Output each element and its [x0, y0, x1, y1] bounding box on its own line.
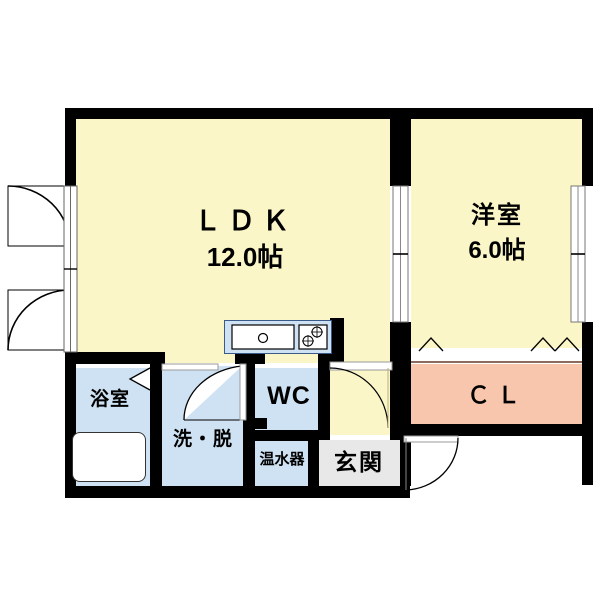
label-bath: 浴室 — [89, 389, 130, 410]
washroom-door[interactable] — [161, 363, 247, 426]
wall-right-upper — [582, 108, 593, 186]
wall-ldk-bedroom-upper — [390, 108, 411, 186]
wall-hall-left — [318, 352, 330, 440]
label-bedroom-sub: 6.0帖 — [468, 237, 526, 264]
wall-washroom-right-stub — [243, 418, 267, 429]
bathtub-icon — [72, 432, 146, 482]
room-fill-entrance — [318, 440, 400, 488]
label-ldk-sub: 12.0帖 — [206, 242, 284, 272]
label-heater: 温水器 — [259, 451, 305, 468]
wall-kitchen-stub — [330, 318, 344, 364]
wall-right-lower — [582, 322, 593, 485]
wall-left-upper — [65, 108, 76, 186]
room-fill-closet — [411, 364, 583, 424]
label-entrance: 玄関 — [334, 449, 384, 475]
wall-hall-right — [390, 352, 402, 440]
ldk-window-left[interactable] — [63, 185, 78, 353]
room-fill-bedroom — [411, 118, 583, 348]
bedroom-window-right[interactable] — [570, 185, 586, 324]
wall-ldk-bottom-2 — [235, 352, 265, 364]
bath-door[interactable] — [128, 366, 154, 394]
label-toilet: WC — [267, 382, 311, 410]
wall-bottom-water — [65, 486, 315, 498]
closet-threshold — [411, 350, 583, 363]
label-washroom: 洗・脱 — [172, 429, 233, 450]
ldk-bedroom-sliding-door[interactable] — [392, 185, 410, 324]
wall-heater-genkan — [308, 430, 319, 488]
label-ldk-main: ＬＤＫ — [194, 206, 296, 236]
wall-top-bedroom — [401, 108, 593, 119]
wall-top-ldk — [65, 108, 400, 119]
wall-bath-washroom — [150, 363, 162, 488]
wall-bottom-closet — [401, 424, 593, 436]
entrance-door[interactable] — [403, 435, 472, 496]
kitchen-stove-icon — [298, 324, 328, 350]
room-fill-hall — [330, 360, 392, 435]
closet-folding-door[interactable] — [411, 336, 583, 352]
kitchen-sink-icon — [231, 324, 295, 350]
wall-bottom-genkan — [310, 486, 410, 498]
wall-wc-heater — [243, 430, 315, 441]
hall-door[interactable] — [329, 361, 393, 436]
wall-ldk-bottom — [65, 352, 165, 364]
room-fill-heater — [255, 440, 310, 488]
label-bedroom-main: 洋室 — [471, 202, 523, 229]
label-closet: ＣＬ — [467, 382, 527, 408]
wall-left-lower — [65, 350, 76, 495]
